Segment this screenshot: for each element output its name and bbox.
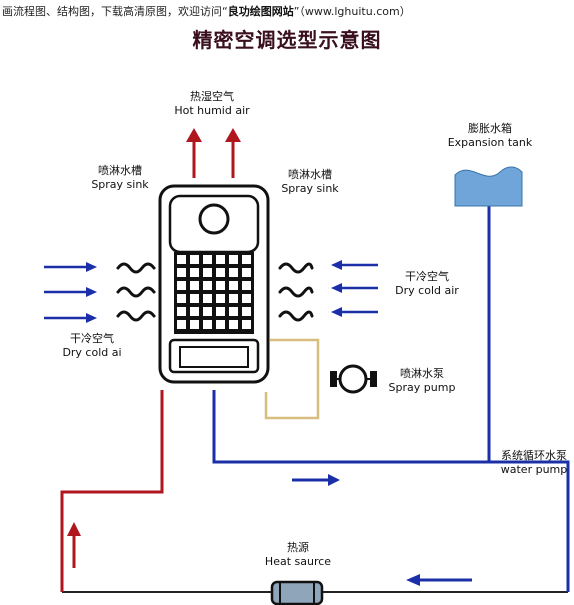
fill-grid-cell: [177, 255, 186, 264]
fill-grid-cell: [177, 268, 186, 277]
blue-return-pipe: [212, 390, 570, 592]
fill-grid-cell: [190, 320, 199, 329]
red-supply-pipe: [60, 390, 164, 592]
left-wind-squiggles: [116, 262, 156, 322]
spray-pump-icon: [330, 364, 377, 394]
fill-grid-cell: [177, 294, 186, 303]
diagram-title: 精密空调选型示意图: [192, 28, 382, 52]
fill-grid-cell: [203, 294, 212, 303]
fill-grid-cell: [177, 307, 186, 316]
left-air-arrows: [44, 262, 97, 323]
fill-grid-cell: [203, 281, 212, 290]
heat-source-device: [270, 580, 324, 605]
fill-grid-cell: [190, 307, 199, 316]
fill-grid-cell: [216, 281, 225, 290]
fill-grid-cell: [190, 294, 199, 303]
fill-grid-cell: [177, 320, 186, 329]
fill-grid-cell: [229, 307, 238, 316]
right-wind-squiggles: [278, 262, 314, 322]
fill-grid-cell: [242, 307, 251, 316]
cooling-tower-unit[interactable]: [158, 184, 270, 384]
fill-grid-cell: [190, 268, 199, 277]
site-banner: 画流程图、结构图，下载高清原图，欢迎访问“良功绘图网站”（www.lghuitu…: [2, 3, 411, 19]
fill-grid-cell: [216, 320, 225, 329]
blue-flow-arrow-bottom: [406, 574, 472, 586]
fill-grid-cell: [229, 281, 238, 290]
fill-grid-cell: [190, 255, 199, 264]
fill-grid-cell: [242, 255, 251, 264]
fan-circle: [198, 203, 230, 235]
fill-grid-cell: [242, 320, 251, 329]
fill-grid-cell: [203, 255, 212, 264]
banner-site-name[interactable]: 良功绘图网站: [227, 5, 294, 18]
fill-grid-cell: [229, 320, 238, 329]
fill-grid-cells: [177, 255, 251, 329]
fill-grid-cell: [203, 307, 212, 316]
fill-grid-cell: [229, 255, 238, 264]
banner-suffix: ”（www.lghuitu.com）: [293, 5, 411, 18]
fill-grid-cell: [177, 281, 186, 290]
right-air-arrows: [331, 260, 378, 317]
hot-air-arrows: [186, 128, 241, 178]
expansion-tank-icon: [454, 166, 523, 207]
banner-prefix: 画流程图、结构图，下载高清原图，欢迎访问“: [2, 5, 228, 18]
spray-pump-pipe-lower: [264, 392, 320, 420]
fill-grid-cell: [216, 294, 225, 303]
fill-grid-cell: [216, 268, 225, 277]
fill-grid-cell: [190, 281, 199, 290]
fill-grid-cell: [242, 294, 251, 303]
fill-grid-cell: [216, 255, 225, 264]
red-flow-arrow: [67, 522, 81, 568]
fill-grid-cell: [229, 268, 238, 277]
fill-grid-cell: [242, 268, 251, 277]
fill-grid-cell: [203, 268, 212, 277]
fill-grid-cell: [229, 294, 238, 303]
fill-grid: [174, 252, 254, 334]
fill-grid-cell: [242, 281, 251, 290]
fill-grid-cell: [203, 320, 212, 329]
fill-grid-cell: [216, 307, 225, 316]
spray-pump-pipe: [270, 338, 320, 378]
blue-flow-arrow-top: [292, 474, 340, 486]
